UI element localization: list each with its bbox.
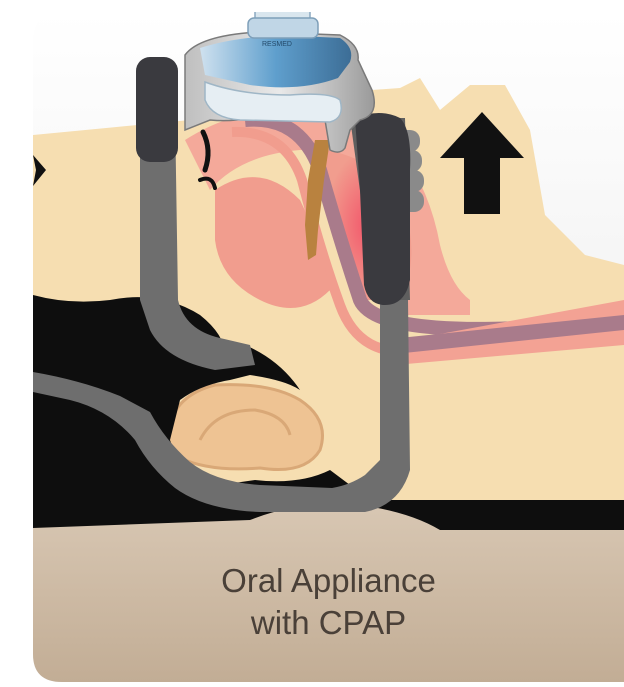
mask-collar [248, 18, 318, 38]
mask-brand-text: RESMED [262, 41, 292, 48]
caption-line-1: Oral Appliance [33, 560, 624, 602]
caption: Oral Appliance with CPAP [33, 560, 624, 644]
left-strap-pad [136, 57, 178, 162]
caption-line-2: with CPAP [33, 602, 624, 644]
